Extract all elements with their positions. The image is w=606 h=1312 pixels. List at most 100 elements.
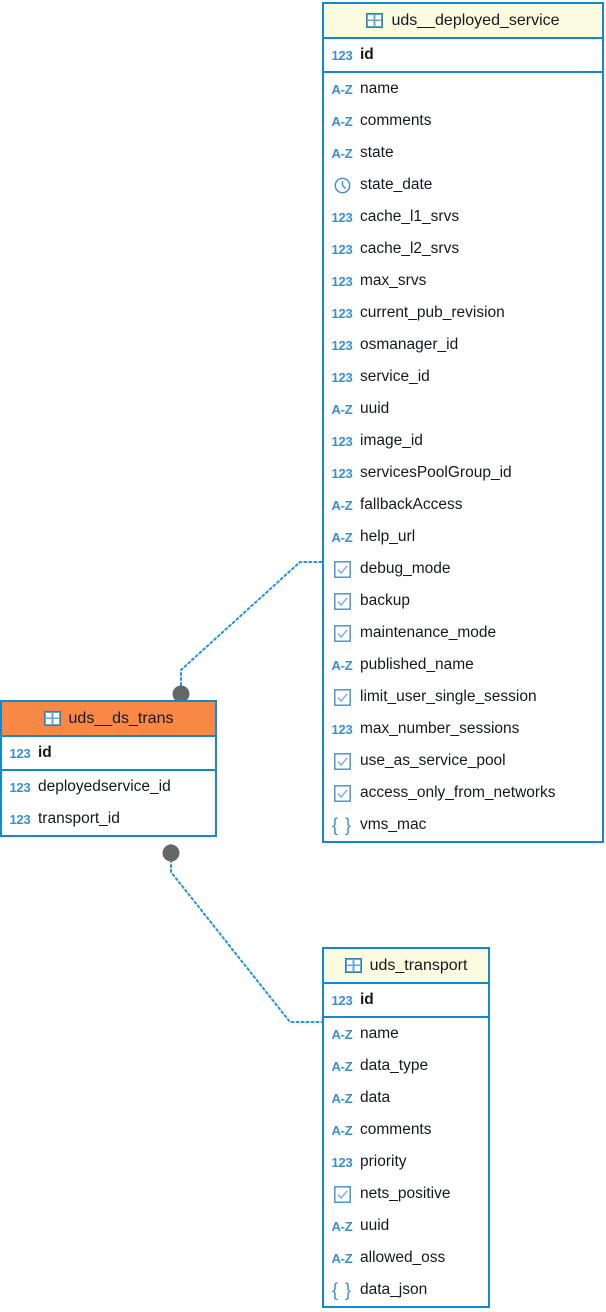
checkbox-icon: [331, 751, 353, 771]
field-row-uuid[interactable]: A-Z uuid: [324, 1210, 488, 1242]
field-row-comments[interactable]: A-Z comments: [324, 1114, 488, 1146]
field-row-published-name[interactable]: A-Z published_name: [324, 649, 602, 681]
field-row-max-number-sessions[interactable]: 123 max_number_sessions: [324, 713, 602, 745]
field-name: state_date: [360, 176, 433, 193]
az-icon: A-Z: [331, 401, 353, 417]
entity-uds-transport[interactable]: uds_transport 123 id A-Z name A-Z data_t…: [322, 947, 490, 1308]
field-name: comments: [360, 1121, 432, 1138]
field-row-access-only-from-networks[interactable]: access_only_from_networks: [324, 777, 602, 809]
field-row-help-url[interactable]: A-Z help_url: [324, 521, 602, 553]
field-row-name[interactable]: A-Z name: [324, 73, 602, 105]
field-row-cache-l2-srvs[interactable]: 123 cache_l2_srvs: [324, 233, 602, 265]
field-row-osmanager-id[interactable]: 123 osmanager_id: [324, 329, 602, 361]
field-name: data_type: [360, 1057, 429, 1074]
field-name: max_number_sessions: [360, 720, 520, 737]
field-row-debug-mode[interactable]: debug_mode: [324, 553, 602, 585]
field-row-deployedservice-id[interactable]: 123 deployedservice_id: [2, 771, 215, 803]
field-row-name[interactable]: A-Z name: [324, 1018, 488, 1050]
field-row-id[interactable]: 123 id: [324, 39, 602, 71]
field-row-data[interactable]: A-Z data: [324, 1082, 488, 1114]
table-icon: [366, 13, 384, 28]
field-list: A-Z name A-Z data_type A-Z data A-Z comm…: [324, 1018, 488, 1306]
field-list: 123 deployedservice_id 123 transport_id: [2, 771, 215, 835]
az-icon: A-Z: [331, 113, 353, 129]
field-row-state[interactable]: A-Z state: [324, 137, 602, 169]
az-icon: A-Z: [331, 1058, 353, 1074]
field-name: comments: [360, 112, 432, 129]
az-icon: A-Z: [331, 529, 353, 545]
field-row-id[interactable]: 123 id: [324, 984, 488, 1016]
field-name: fallbackAccess: [360, 496, 463, 513]
field-list: A-Z name A-Z comments A-Z state state_da…: [324, 73, 602, 841]
number-icon: 123: [331, 305, 353, 321]
az-icon: A-Z: [331, 145, 353, 161]
field-row-uuid[interactable]: A-Z uuid: [324, 393, 602, 425]
field-row-priority[interactable]: 123 priority: [324, 1146, 488, 1178]
field-row-limit-user-single-session[interactable]: limit_user_single_session: [324, 681, 602, 713]
field-row-data-type[interactable]: A-Z data_type: [324, 1050, 488, 1082]
az-icon: A-Z: [331, 497, 353, 513]
relationship-line-ds-trans-deployed-service: [180, 561, 323, 701]
field-name: use_as_service_pool: [360, 752, 506, 769]
field-row-max-srvs[interactable]: 123 max_srvs: [324, 265, 602, 297]
number-icon: 123: [331, 465, 353, 481]
field-row-transport-id[interactable]: 123 transport_id: [2, 803, 215, 835]
az-icon: A-Z: [331, 657, 353, 673]
field-row-vms-mac[interactable]: { } vms_mac: [324, 809, 602, 841]
field-row-data-json[interactable]: { } data_json: [324, 1274, 488, 1306]
az-icon: A-Z: [331, 1090, 353, 1106]
field-name: image_id: [360, 432, 423, 449]
primary-key-block: 123 id: [324, 984, 488, 1018]
field-row-use-as-service-pool[interactable]: use_as_service_pool: [324, 745, 602, 777]
checkbox-icon: [331, 559, 353, 579]
field-name: name: [360, 80, 399, 97]
field-row-fallbackaccess[interactable]: A-Z fallbackAccess: [324, 489, 602, 521]
field-row-state-date[interactable]: state_date: [324, 169, 602, 201]
checkbox-icon: [331, 783, 353, 803]
field-row-service-id[interactable]: 123 service_id: [324, 361, 602, 393]
table-icon: [344, 958, 362, 973]
number-icon: 123: [331, 209, 353, 225]
primary-key-block: 123 id: [2, 737, 215, 771]
checkbox-icon: [331, 1184, 353, 1204]
field-row-allowed-oss[interactable]: A-Z allowed_oss: [324, 1242, 488, 1274]
field-row-maintenance-mode[interactable]: maintenance_mode: [324, 617, 602, 649]
field-name: vms_mac: [360, 816, 427, 833]
entity-title: uds__deployed_service: [391, 11, 560, 29]
field-name: published_name: [360, 656, 474, 673]
field-row-current-pub-revision[interactable]: 123 current_pub_revision: [324, 297, 602, 329]
az-icon: A-Z: [331, 1026, 353, 1042]
number-icon: 123: [331, 337, 353, 353]
field-name: transport_id: [38, 810, 120, 827]
entity-title: uds_transport: [369, 956, 468, 974]
field-name: limit_user_single_session: [360, 688, 537, 705]
field-name: access_only_from_networks: [360, 784, 556, 801]
entity-header-uds-transport: uds_transport: [324, 949, 488, 984]
field-name: priority: [360, 1153, 407, 1170]
table-icon: [43, 711, 61, 726]
field-row-nets-positive[interactable]: nets_positive: [324, 1178, 488, 1210]
field-name: uuid: [360, 400, 390, 417]
field-name: cache_l1_srvs: [360, 208, 460, 225]
field-row-comments[interactable]: A-Z comments: [324, 105, 602, 137]
number-icon: 123: [9, 745, 31, 761]
field-name: name: [360, 1025, 399, 1042]
number-icon: 123: [331, 273, 353, 289]
field-name: debug_mode: [360, 560, 451, 577]
entity-uds-ds-trans[interactable]: uds__ds_trans 123 id 123 deployedservice…: [0, 700, 217, 837]
field-row-servicespoolgroup-id[interactable]: 123 servicesPoolGroup_id: [324, 457, 602, 489]
field-row-id[interactable]: 123 id: [2, 737, 215, 769]
field-row-backup[interactable]: backup: [324, 585, 602, 617]
number-icon: 123: [331, 721, 353, 737]
entity-title: uds__ds_trans: [68, 709, 174, 727]
field-row-image-id[interactable]: 123 image_id: [324, 425, 602, 457]
number-icon: 123: [331, 1154, 353, 1170]
az-icon: A-Z: [331, 1218, 353, 1234]
number-icon: 123: [331, 241, 353, 257]
entity-uds-deployed-service[interactable]: uds__deployed_service 123 id A-Z name A-…: [322, 2, 604, 843]
json-icon: { }: [331, 814, 353, 835]
field-name: id: [360, 991, 374, 1008]
field-name: max_srvs: [360, 272, 427, 289]
relationship-endpoint-dot-bottom: [162, 844, 180, 862]
field-row-cache-l1-srvs[interactable]: 123 cache_l1_srvs: [324, 201, 602, 233]
